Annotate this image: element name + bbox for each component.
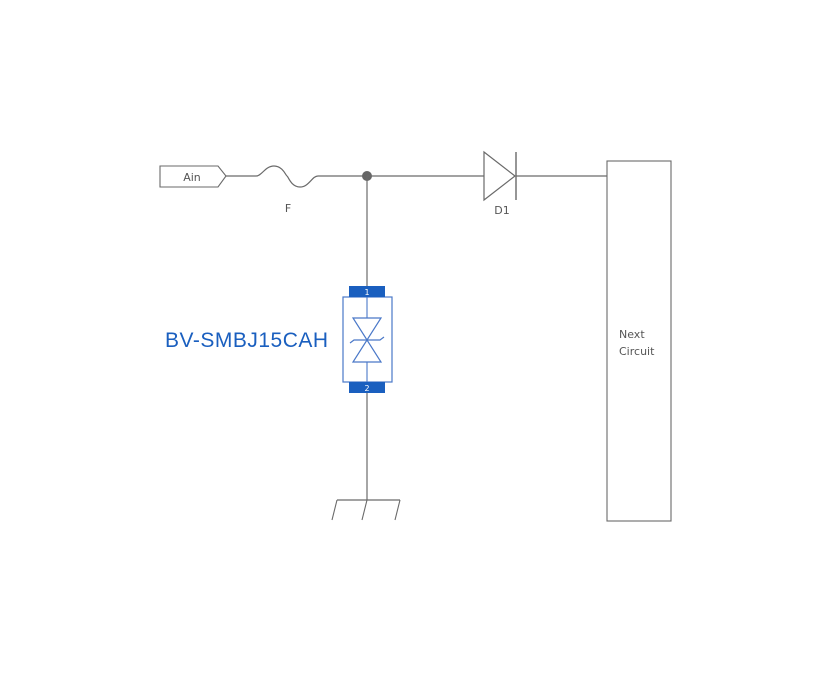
tvs-part-number: BV-SMBJ15CAH	[165, 329, 329, 352]
tvs-pin1-pad	[349, 286, 385, 297]
fuse-label: F	[285, 202, 291, 215]
diode-label: D1	[494, 204, 509, 217]
ground-icon	[331, 499, 401, 521]
tvs-pin2-label: 2	[364, 384, 369, 393]
diode-icon	[483, 150, 517, 202]
input-port-icon	[159, 165, 227, 188]
fuse-icon	[255, 165, 319, 188]
next-circuit-block	[606, 160, 672, 522]
tvs-diode-icon	[342, 286, 393, 393]
tvs-pin2-pad	[349, 382, 385, 393]
tvs-pin1-label: 1	[364, 288, 369, 297]
input-port-label: Ain	[183, 171, 201, 184]
next-circuit-line2: Circuit	[619, 345, 655, 358]
next-circuit-line1: Next	[619, 328, 645, 341]
